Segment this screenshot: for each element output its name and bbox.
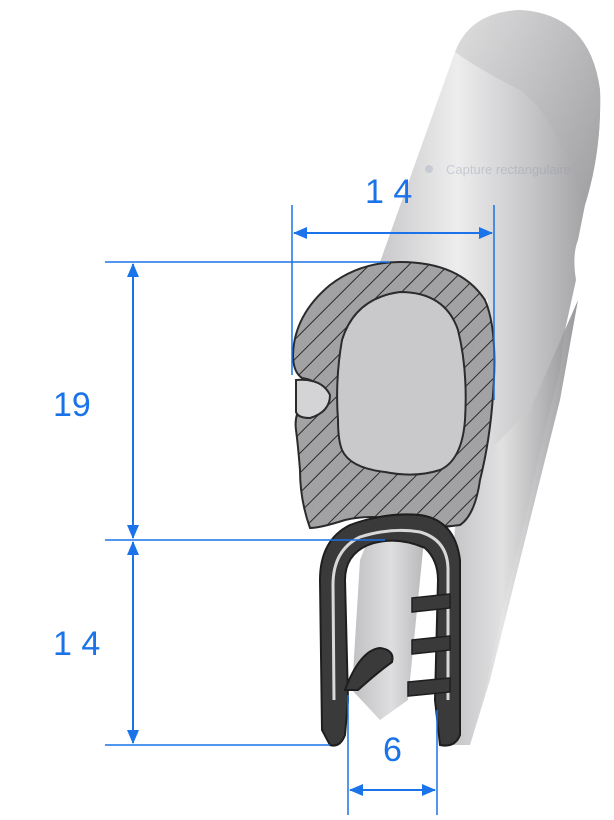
dim-label-gap-width: 6 [383, 731, 402, 769]
capture-watermark: Capture rectangulaire [425, 162, 571, 177]
bulb-hollow [336, 290, 467, 476]
clip-fin-2 [411, 635, 451, 655]
dimension-labels: 1 4 19 1 4 6 [53, 173, 412, 769]
bulb-notch [295, 378, 332, 420]
dim-label-upper-height: 19 [53, 386, 91, 424]
dim-label-top-width: 1 4 [365, 173, 412, 211]
clip-fin-3 [407, 677, 451, 697]
clip-outer [318, 513, 461, 747]
clip-section [318, 513, 461, 747]
clip-fin-1 [411, 593, 451, 613]
clip-body [440, 300, 578, 745]
extension-lines [105, 205, 495, 815]
dim-label-lower-height: 1 4 [53, 625, 100, 663]
watermark-label: Capture rectangulaire [446, 162, 571, 177]
tube-cap [455, 10, 601, 205]
bulb-section [291, 260, 496, 530]
clip-metal-insert [331, 528, 450, 701]
watermark-dot-icon [425, 165, 433, 173]
dimension-arrows [127, 227, 493, 796]
clip-lip [343, 646, 394, 691]
